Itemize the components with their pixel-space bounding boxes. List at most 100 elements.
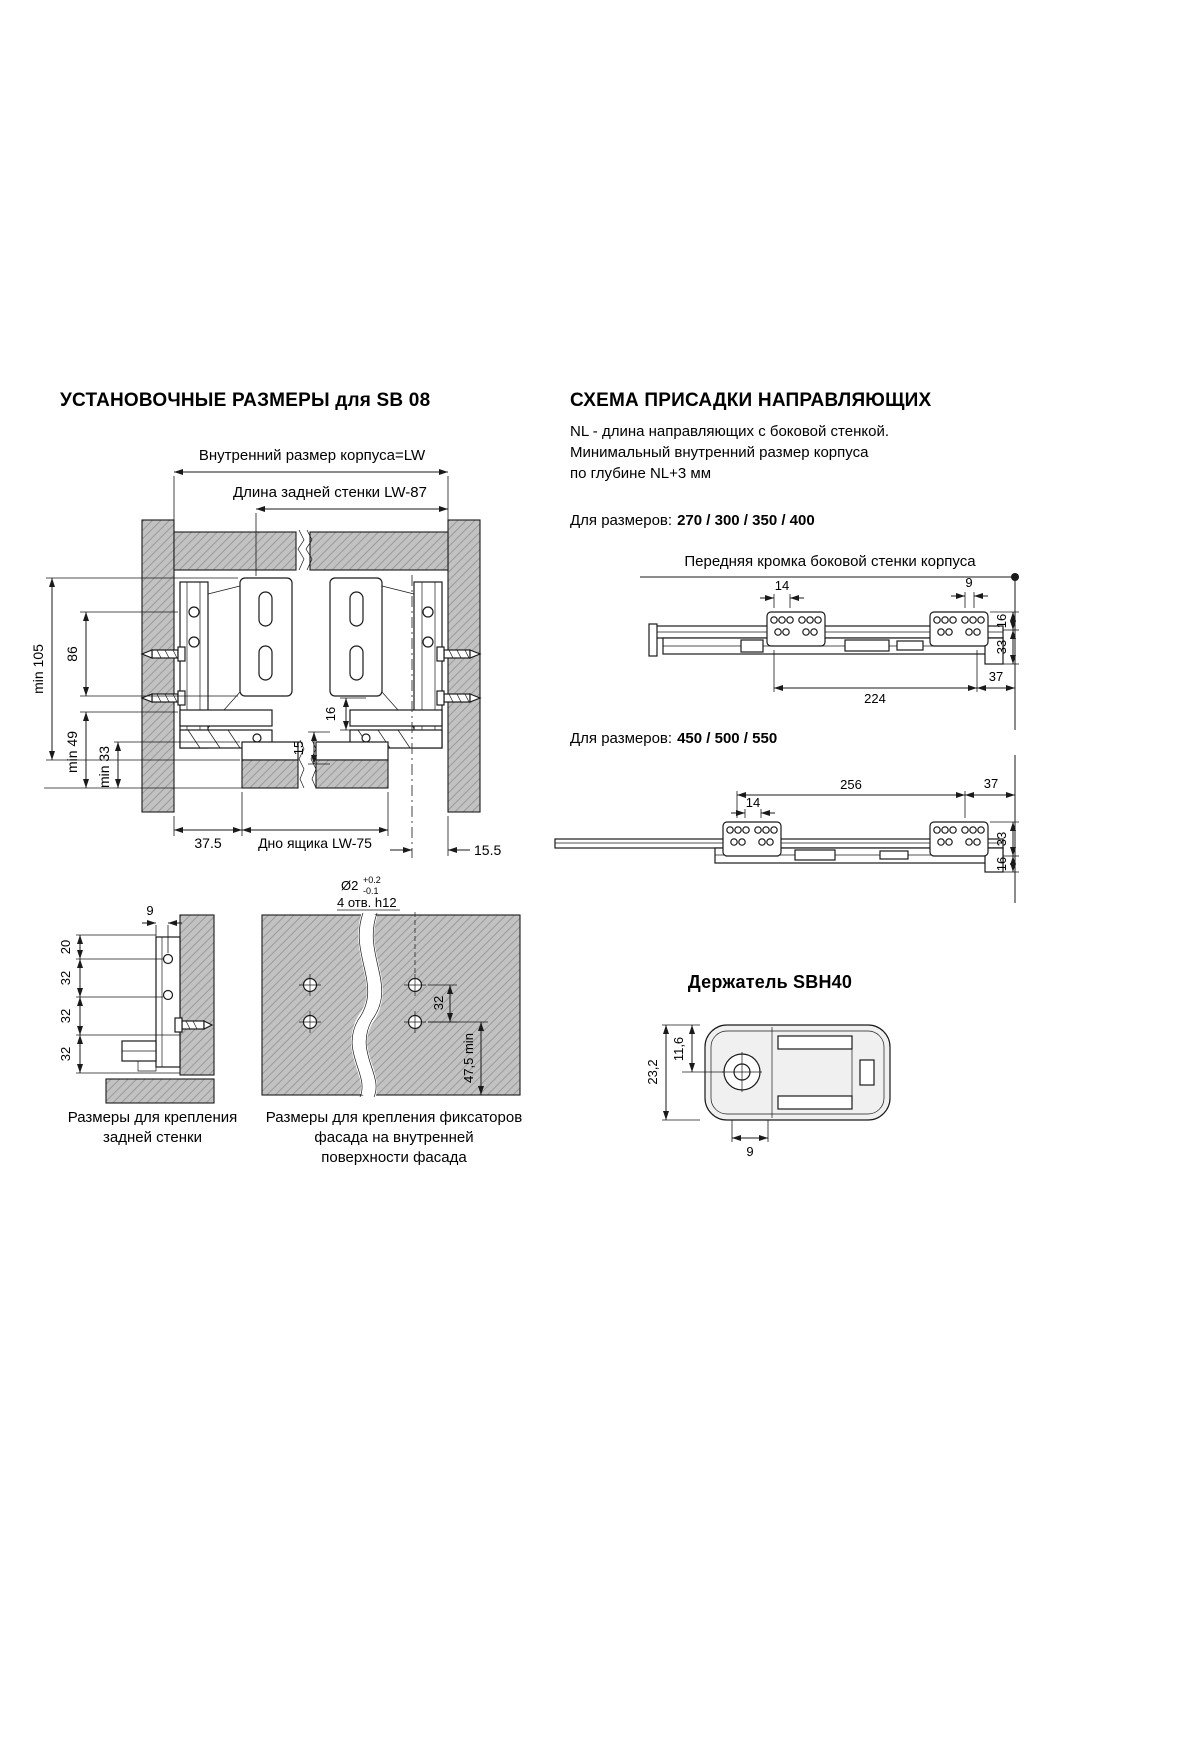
sizes1-label: Для размеров: (570, 512, 673, 529)
front-edge-reference: Передняя кромка боковой стенки корпуса (640, 553, 1019, 730)
rail-scheme-450-550: 256 37 14 33 16 (554, 755, 1019, 903)
dim-label-32b: 32 (58, 1009, 73, 1023)
facade-fixing-drawing: Ø2 +0.2 -0.1 4 отв. h12 32 47,5 min (261, 875, 521, 1101)
dimension-min33: min 33 (44, 741, 242, 789)
rear-bracket (121, 936, 181, 1072)
dim-label-32c: 32 (58, 1047, 73, 1061)
dimension-min49: min 49 (64, 711, 178, 788)
rear-caption-line-1: Размеры для крепления (67, 1109, 238, 1126)
dimension-11-6: 11,6 (671, 1025, 724, 1073)
slide-rail-side-view (554, 821, 1004, 873)
dim-label-15-5: 15.5 (474, 842, 501, 858)
dim-label-32a: 32 (58, 971, 73, 985)
dim-label-min105: min 105 (30, 644, 46, 694)
dim-label-47-5: 47,5 min (461, 1033, 476, 1083)
mounting-screw (174, 1017, 214, 1033)
mounting-screw-right-bottom (436, 690, 482, 706)
dim-label-tol-minus: -0.1 (363, 886, 379, 896)
nl-description: NL - длина направляющих с боковой стенко… (570, 421, 1040, 484)
dim-label-16: 16 (994, 857, 1009, 871)
desc-line-1: NL - длина направляющих с боковой стенко… (570, 423, 890, 440)
dim-label-20: 20 (58, 940, 73, 954)
dim-label-33: 33 (994, 832, 1009, 846)
cabinet-side-walls (141, 519, 481, 813)
dim-label-15: 15 (291, 741, 306, 755)
mounting-screw-right-top (436, 646, 482, 662)
holder-body (704, 1024, 891, 1121)
dimension-stack: 20 32 32 32 (58, 934, 180, 1074)
dimension-14: 14 (760, 578, 804, 608)
desc-line-3: по глубине NL+3 мм (570, 465, 712, 482)
dim-label-86: 86 (64, 646, 80, 662)
sizes-row-1: Для размеров:270 / 300 / 350 / 400 (570, 510, 815, 531)
dimension-9: 9 (142, 903, 182, 953)
dimension-224-37: 224 37 (773, 650, 1015, 706)
slide-rail-side-view (648, 611, 1004, 665)
dim-label-diameter: Ø2 (341, 878, 358, 893)
mounting-screw-left-top (140, 646, 186, 662)
dimension-47-5: 47,5 min (428, 1021, 520, 1096)
sizes-row-2: Для размеров:450 / 500 / 550 (570, 728, 777, 749)
dimension-9: 9 (951, 575, 988, 608)
dim-label-holes-count: 4 отв. h12 (337, 895, 397, 910)
back-panel-section (179, 914, 215, 1076)
drawer-bottom-section (241, 739, 389, 789)
dimension-9: 9 (731, 1120, 769, 1159)
dim-label-224: 224 (864, 691, 886, 706)
dim-label-min49: min 49 (64, 731, 80, 773)
bottom-panel-section (105, 1078, 215, 1104)
dimension-back-wall-length: Длина задней стенки LW-87 (233, 484, 448, 576)
dim-label-23-2: 23,2 (645, 1059, 660, 1084)
dim-label-14: 14 (775, 578, 789, 593)
dim-label-33: 33 (994, 640, 1009, 654)
dimension-16: 16 (323, 697, 366, 731)
right-section-title: СХЕМА ПРИСАДКИ НАПРАВЛЯЮЩИХ (570, 390, 932, 411)
dim-label-11-6: 11,6 (671, 1037, 686, 1061)
rear-caption: Размеры для крепления задней стенки (30, 1108, 275, 1148)
dim-label-32: 32 (431, 996, 446, 1010)
sizes1-value: 270 / 300 / 350 / 400 (677, 512, 815, 529)
facade-caption-line-2: фасада на внутренней (314, 1129, 474, 1146)
facade-caption-line-1: Размеры для крепления фиксаторов (265, 1109, 523, 1126)
dim-label-37-5: 37.5 (194, 835, 221, 851)
facade-caption-line-3: поверхности фасада (321, 1149, 467, 1166)
dimension-heights: 16 33 (990, 611, 1019, 665)
dim-label-min33: min 33 (96, 746, 112, 788)
dimension-heights: 33 16 (990, 821, 1019, 873)
dim-label-lw: Внутренний размер корпуса=LW (199, 447, 426, 464)
dimension-15: 15 (291, 731, 330, 765)
dim-label-37: 37 (984, 776, 998, 791)
dim-label-16: 16 (994, 614, 1009, 628)
dim-label-9: 9 (146, 903, 153, 918)
dimension-14: 14 (731, 795, 775, 818)
facade-caption: Размеры для крепления фиксаторов фасада … (248, 1108, 540, 1168)
installation-drawing: Внутренний размер корпуса=LW Длина задне… (30, 447, 501, 858)
panel-break (351, 910, 383, 1101)
dimension-256-37: 256 37 (736, 776, 1015, 818)
dim-label-37: 37 (989, 669, 1003, 684)
dim-label-16: 16 (323, 707, 338, 721)
fixing-holes (299, 974, 426, 1033)
dim-label-9: 9 (965, 575, 972, 590)
sizes2-value: 450 / 500 / 550 (677, 730, 778, 747)
sizes2-label: Для размеров: (570, 730, 673, 747)
dimension-inner-width: Внутренний размер корпуса=LW (173, 447, 449, 530)
rail-scheme-270-400: Передняя кромка боковой стенки корпуса (640, 553, 1019, 730)
front-edge-label: Передняя кромка боковой стенки корпуса (684, 553, 976, 570)
rear-caption-line-2: задней стенки (103, 1129, 202, 1146)
facade-panel (261, 914, 521, 1096)
slide-assembly-left (179, 577, 293, 749)
dimension-min105: min 105 (30, 577, 240, 761)
slide-assembly-right (329, 577, 443, 749)
dim-label-lw87: Длина задней стенки LW-87 (233, 484, 427, 501)
holder-sbh40-drawing: 23,2 11,6 9 (645, 1024, 891, 1159)
hole-callout: Ø2 +0.2 -0.1 4 отв. h12 (337, 875, 416, 974)
dim-label-tol-plus: +0.2 (363, 875, 381, 885)
dim-label-256: 256 (840, 777, 862, 792)
holder-title: Держатель SBH40 (687, 972, 853, 992)
rear-wall-mount-drawing: 9 20 32 32 32 (58, 903, 215, 1104)
drawer-back-wall-section (173, 529, 449, 571)
dim-label-14: 14 (746, 795, 760, 810)
dimension-86: 86 (64, 611, 238, 697)
desc-line-2: Минимальный внутренний размер корпуса (570, 444, 869, 461)
